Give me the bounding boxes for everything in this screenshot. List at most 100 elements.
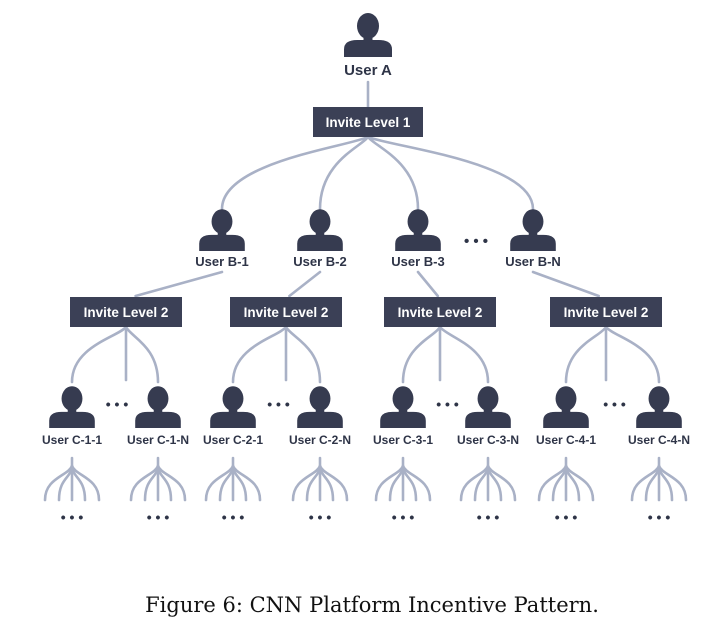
user-c-1-n-label: User C-1-N [127, 433, 189, 447]
user-b-1-icon [199, 209, 245, 251]
user-c-2-1-label: User C-2-1 [203, 433, 263, 447]
connector-b-to-box-3 [416, 270, 440, 298]
user-icons [49, 13, 682, 428]
fan-line [401, 464, 432, 502]
connector-b-to-box-2 [288, 270, 322, 298]
fan-line [318, 464, 349, 502]
ellipsis-below-c: • • • [477, 509, 500, 525]
connector-level2-3-right [438, 325, 490, 384]
fan-line [473, 466, 490, 502]
connector-level2-1-left [70, 325, 128, 384]
fan-line [70, 464, 101, 502]
user-c-1-1-icon [49, 386, 95, 428]
connector-level1-3 [366, 135, 420, 211]
invite-level-label: Invite Level 2 [84, 305, 169, 320]
fan-line [156, 464, 187, 502]
fan-line [486, 464, 517, 502]
connector-level1-4 [366, 135, 535, 211]
user-b-2-label: User B-2 [293, 254, 346, 269]
user-labels: User A User B-1 User B-2 User B-3 User B-N • … [42, 62, 690, 525]
ellipsis-level-b: • • • [464, 233, 488, 250]
fan-line [143, 466, 160, 502]
invite-level-label: Invite Level 2 [564, 305, 649, 320]
connector-b-to-box-1 [134, 270, 224, 298]
invite-level-2-box-4: Invite Level 2 [550, 297, 662, 327]
fan-line [657, 464, 688, 502]
user-b-3-label: User B-3 [391, 254, 444, 269]
connector-level2-2-left [231, 325, 288, 384]
ellipsis-below-c: • • • [309, 509, 332, 525]
fan-line [231, 466, 248, 502]
fan-line [291, 464, 322, 502]
fan-line [305, 466, 322, 502]
ellipsis-below-c: • • • [648, 509, 671, 525]
user-c-3-n-label: User C-3-N [457, 433, 519, 447]
fan-line [388, 466, 405, 502]
user-c-3-n-icon [465, 386, 511, 428]
user-a-icon [344, 13, 392, 57]
ellipsis-below-c: • • • [61, 509, 84, 525]
fan-line [156, 466, 173, 502]
fan-line [657, 466, 674, 502]
connector-level2-2-right [284, 325, 322, 384]
fan-line [43, 464, 74, 502]
ellipsis-below-c: • • • [392, 509, 415, 525]
fan-line [564, 464, 595, 502]
ellipsis-below-c: • • • [222, 509, 245, 525]
ellipsis-below-c: • • • [555, 509, 578, 525]
ellipsis-below-c: • • • [147, 509, 170, 525]
user-b-1-label: User B-1 [195, 254, 248, 269]
user-c-4-1-icon [543, 386, 589, 428]
figure-caption: Figure 6: CNN Platform Incentive Pattern… [145, 593, 599, 617]
user-c-2-n-label: User C-2-N [289, 433, 351, 447]
invite-level-boxes: Invite Level 1 Invite Level 2 Invite Level… [70, 107, 662, 327]
fan-line [204, 464, 235, 502]
user-c-4-n-label: User C-4-N [628, 433, 690, 447]
fan-line [644, 466, 661, 502]
user-b-4-icon [510, 209, 556, 251]
fan-line [70, 466, 87, 502]
fan-line [318, 466, 335, 502]
connector-level2-3-left [401, 325, 442, 384]
user-b-2-icon [297, 209, 343, 251]
fan-line [374, 464, 405, 502]
fan-line [459, 464, 490, 502]
ellipsis-level-c: • • • [436, 396, 459, 412]
connector-lines [43, 80, 688, 502]
user-c-2-1-icon [210, 386, 256, 428]
connector-level1-2 [318, 135, 370, 211]
ellipsis-level-c: • • • [106, 396, 129, 412]
user-c-3-1-icon [380, 386, 426, 428]
user-c-4-n-icon [636, 386, 682, 428]
connector-level1-1 [220, 135, 370, 211]
user-c-1-n-icon [135, 386, 181, 428]
invite-level-label: Invite Level 2 [244, 305, 329, 320]
connector-level2-4-left [564, 325, 608, 384]
user-c-1-1-label: User C-1-1 [42, 433, 102, 447]
connector-b-to-box-4 [531, 270, 600, 298]
user-b-3-icon [395, 209, 441, 251]
fan-line [57, 466, 74, 502]
invite-level-2-box-3: Invite Level 2 [384, 297, 496, 327]
user-a-label: User A [344, 62, 392, 79]
fan-line [486, 466, 503, 502]
fan-line [630, 464, 661, 502]
connector-level2-1-right [124, 325, 160, 384]
user-c-3-1-label: User C-3-1 [373, 433, 433, 447]
invite-level-label: Invite Level 1 [326, 115, 411, 130]
fan-line [401, 466, 418, 502]
invite-level-1-box: Invite Level 1 [313, 107, 423, 137]
invite-level-2-box-2: Invite Level 2 [230, 297, 342, 327]
fan-line [129, 464, 160, 502]
invite-level-label: Invite Level 2 [398, 305, 483, 320]
fan-line [218, 466, 235, 502]
fan-line [551, 466, 568, 502]
connector-level2-4-right [604, 325, 661, 384]
user-c-4-1-label: User C-4-1 [536, 433, 596, 447]
fan-line [537, 464, 568, 502]
user-b-4-label: User B-N [505, 254, 561, 269]
ellipsis-level-c: • • • [267, 396, 290, 412]
fan-line [231, 464, 262, 502]
ellipsis-level-c: • • • [603, 396, 626, 412]
